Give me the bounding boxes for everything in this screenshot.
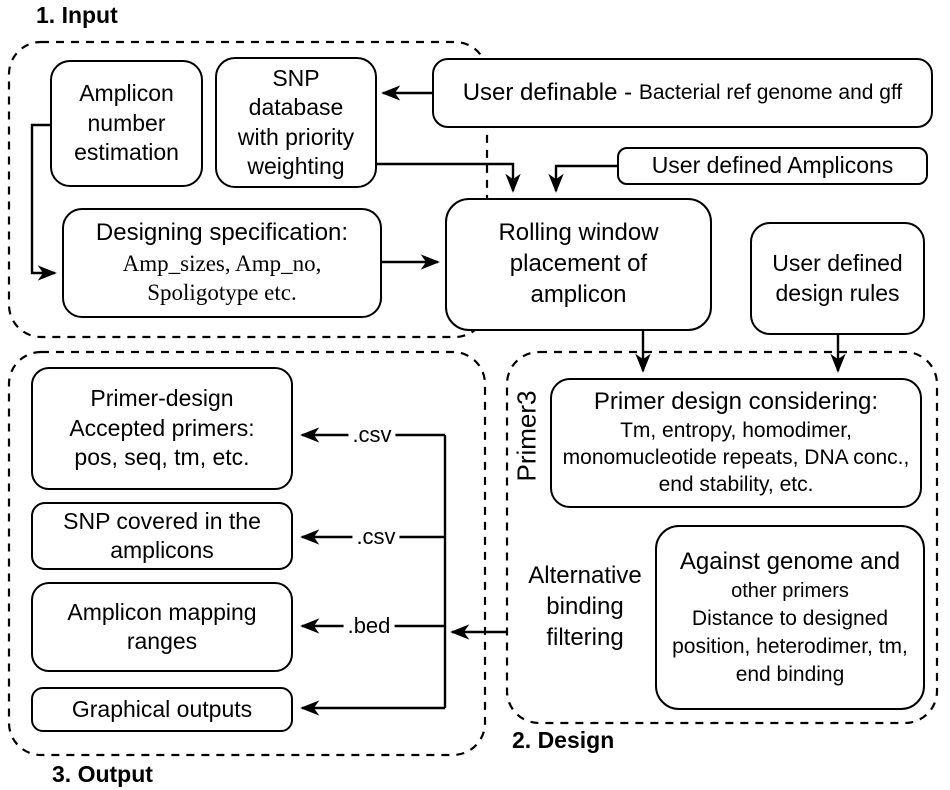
node-line: SNP: [272, 64, 320, 91]
node-title: Primer design considering:: [593, 388, 879, 416]
bed-file-label: .bed: [343, 613, 395, 639]
node-line: design rules: [775, 279, 900, 306]
node-line: position, heterodimer, tm,: [672, 634, 908, 658]
node-line: Accepted primers:: [69, 414, 255, 441]
node-title: Designing specification:: [95, 219, 349, 247]
node-user-definable: User definable - Bacterial ref genome an…: [432, 58, 933, 128]
design-section-title: 2. Design: [512, 727, 615, 753]
node-line: Graphical outputs: [71, 695, 253, 722]
node-line: User defined Amplicons: [651, 152, 894, 179]
annotation-line: Alternative: [528, 562, 642, 589]
input-section-title: 1. Input: [36, 2, 118, 28]
node-user-defined-design-rules: User defined design rules: [750, 222, 925, 335]
node-line: number: [87, 109, 166, 136]
input-section-border: [7, 40, 489, 339]
node-line: Spoligotype etc.: [147, 280, 297, 306]
node-rolling-window: Rolling window placement of amplicon: [445, 198, 712, 331]
node-title: Against genome and: [679, 547, 901, 575]
node-primer-design-output: Primer-design Accepted primers: pos, seq…: [31, 367, 293, 490]
node-line: SNP covered in the: [63, 507, 261, 534]
node-line: end binding: [735, 663, 845, 687]
node-title: User definable -: [462, 78, 639, 106]
node-user-defined-amplicons: User defined Amplicons: [617, 147, 928, 185]
output-section-border: [7, 350, 487, 757]
node-line: User defined: [772, 250, 903, 277]
node-line: ranges: [126, 628, 198, 654]
node-amplicon-mapping: Amplicon mapping ranges: [31, 582, 293, 672]
node-line: amplicon: [530, 280, 627, 308]
node-line: Rolling window: [498, 219, 659, 247]
csv-file-label: .csv: [348, 422, 396, 448]
node-line: Amplicon mapping: [67, 598, 257, 625]
node-graphical-outputs: Graphical outputs: [31, 687, 293, 732]
node-line: weighting: [247, 152, 345, 179]
node-line: other primers: [731, 579, 849, 602]
node-line: end stability, etc.: [658, 472, 814, 496]
node-subtitle: Bacterial ref genome and gff: [638, 80, 903, 104]
annotation-line: filtering: [546, 624, 624, 652]
node-against-genome: Against genome and other primers Distanc…: [655, 525, 925, 710]
csv-file-label: .csv: [352, 524, 400, 550]
node-line: estimation: [74, 139, 179, 166]
node-line: Amplicon: [79, 80, 174, 107]
node-line: Primer-design: [90, 385, 234, 412]
node-line: database: [248, 94, 344, 121]
node-designing-specification: Designing specification: Amp_sizes, Amp_…: [62, 208, 382, 318]
node-line: pos, seq, tm, etc.: [74, 444, 250, 471]
node-amplicon-number-estimation: Amplicon number estimation: [50, 60, 203, 187]
node-line: monomucleotide repeats, DNA conc.,: [562, 445, 910, 469]
node-snp-database: SNP database with priority weighting: [215, 57, 377, 188]
output-section-title: 3. Output: [52, 761, 153, 787]
node-line: with priority: [237, 123, 355, 150]
alternative-binding-label: Alternative binding filtering: [510, 560, 660, 654]
node-primer-design-considering: Primer design considering: Tm, entropy, …: [550, 378, 922, 508]
node-snp-covered: SNP covered in the amplicons: [31, 502, 293, 570]
node-line: Distance to designed: [691, 606, 889, 630]
node-line: Tm, entropy, homodimer,: [620, 419, 852, 443]
node-line: Amp_sizes, Amp_no,: [122, 250, 322, 276]
node-line: placement of: [509, 250, 648, 278]
node-line: amplicons: [110, 537, 214, 563]
annotation-line: binding: [546, 593, 624, 621]
design-section-border: [505, 350, 939, 725]
primer3-label: Primer3: [511, 390, 542, 482]
